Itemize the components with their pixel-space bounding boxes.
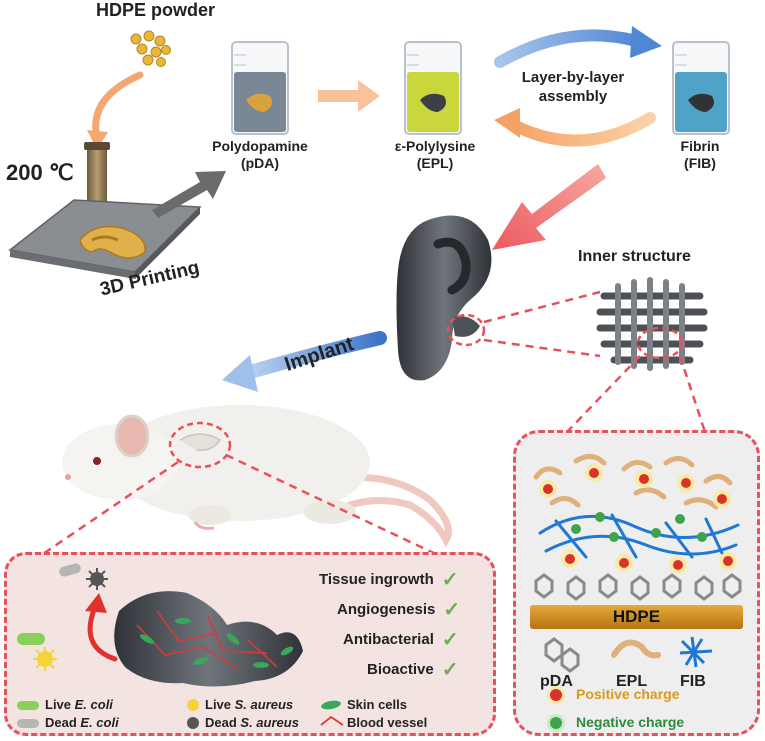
negative-charge-icon (550, 717, 562, 729)
pda-to-epl-arrow (318, 80, 380, 112)
property-antibacterial: Antibacterial ✓ (343, 627, 459, 652)
hdpe-substrate-label: HDPE (612, 607, 661, 626)
coating-graphics (530, 454, 743, 732)
legend-live-ecoli: Live E. coli (45, 697, 113, 712)
property-tissue-ingrowth: Tissue ingrowth ✓ (319, 567, 459, 592)
legend-epl: EPL (616, 673, 648, 690)
legend-live-saureus: Live S. aureus (205, 697, 294, 712)
lbl-line2: assembly (538, 88, 608, 105)
legend-dead-ecoli: Dead E. coli (45, 715, 119, 730)
property-label: Antibacterial (343, 631, 434, 648)
lbl-line1: Layer-by-layer (521, 69, 625, 86)
in-vivo-panel: Tissue ingrowth ✓ Angiogenesis ✓ Antibac… (4, 552, 496, 736)
hdpe-powder-label: HDPE powder (96, 0, 216, 20)
check-icon: ✓ (441, 659, 459, 681)
powder-arrow (92, 71, 144, 142)
inner-structure-label: Inner structure (578, 248, 691, 265)
fib-abbr: (FIB) (684, 155, 716, 171)
ear-implant (396, 215, 492, 381)
lbl-assembly-label: Layer-by-layer assembly (510, 68, 636, 106)
coated-to-ear-arrow (492, 164, 606, 250)
temperature-label: 200 ℃ (6, 160, 74, 185)
legend-negative-charge: Negative charge (576, 714, 685, 730)
rat-illustration (62, 405, 452, 548)
pda-label: Polydopamine (pDA) (200, 138, 320, 172)
beaker-pda (231, 41, 289, 135)
property-label: Bioactive (367, 661, 434, 678)
check-icon: ✓ (443, 599, 461, 621)
hdpe-powder-particles (130, 30, 171, 67)
pda-name: Polydopamine (212, 138, 308, 154)
positive-charge-icon (550, 689, 562, 701)
lbl-arrow-back (506, 112, 656, 147)
property-label: Angiogenesis (337, 601, 436, 618)
property-bioactive: Bioactive ✓ (367, 657, 458, 682)
inner-structure-lattice (596, 277, 708, 371)
implant-arrow (243, 331, 387, 379)
lbl-arrow-forward (494, 29, 646, 68)
legend-pda: pDA (540, 673, 573, 690)
legend-skin-cells: Skin cells (347, 697, 407, 712)
property-angiogenesis: Angiogenesis ✓ (337, 597, 460, 622)
check-icon: ✓ (441, 569, 459, 591)
fib-label: Fibrin (FIB) (660, 138, 740, 172)
fib-name: Fibrin (680, 138, 720, 154)
epl-name: ε-Polylysine (394, 138, 476, 154)
beaker-epl (404, 41, 462, 135)
legend-dead-saureus: Dead S. aureus (205, 715, 299, 730)
legend-positive-charge: Positive charge (576, 686, 680, 702)
coating-detail-panel: HDPE pDA EPL FIB Positive charge Negativ… (513, 430, 760, 736)
pda-abbr: (pDA) (240, 155, 280, 171)
beaker-fib (672, 41, 730, 135)
hdpe-substrate (530, 605, 743, 629)
fib-legend-icon (679, 636, 713, 668)
pda-legend-icon (544, 637, 580, 673)
epl-label: ε-Polylysine (EPL) (375, 138, 495, 172)
property-label: Tissue ingrowth (319, 571, 434, 588)
epl-legend-icon (611, 639, 661, 659)
check-icon: ✓ (441, 629, 459, 651)
print-to-coat-arrow (152, 171, 226, 218)
legend-blood-vessel: Blood vessel (347, 715, 428, 730)
in-vivo-graphics (17, 563, 344, 729)
legend-fib: FIB (680, 673, 706, 690)
epl-abbr: (EPL) (416, 155, 454, 171)
